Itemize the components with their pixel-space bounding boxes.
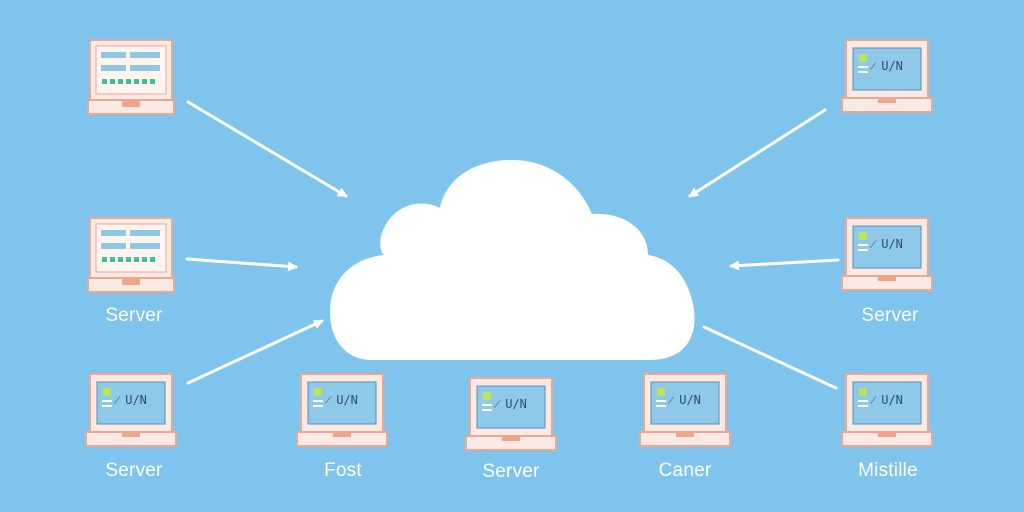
laptop-icon: ⁄ U/N bbox=[841, 373, 933, 447]
screen-text: ⁄ U/N bbox=[324, 393, 358, 407]
screen-text: ⁄ U/N bbox=[113, 393, 147, 407]
node-label-bottom-4: Caner bbox=[658, 460, 712, 481]
screen-text: ⁄ U/N bbox=[869, 393, 903, 407]
arrow-bottom-right bbox=[702, 325, 838, 390]
arrow-mid-left bbox=[185, 257, 298, 272]
node-label-bottom-2: Fost bbox=[324, 460, 362, 481]
screen-text: ⁄ U/N bbox=[869, 59, 903, 73]
laptop-icon: ⁄ U/N bbox=[296, 373, 388, 447]
arrow-mid-right bbox=[729, 258, 840, 271]
laptop-icon: ⁄ U/N bbox=[841, 39, 933, 113]
arrow-bottom-left bbox=[186, 319, 324, 385]
screen-text: ⁄ U/N bbox=[667, 393, 701, 407]
laptop-icon: ⁄ U/N bbox=[841, 217, 933, 291]
node-label-mid-left: Server bbox=[105, 305, 163, 326]
arrow-top-left bbox=[186, 100, 348, 198]
node-label-bottom-3: Server bbox=[482, 461, 540, 482]
node-label-mid-right: Server bbox=[861, 305, 919, 326]
server-rack-icon bbox=[87, 217, 175, 293]
laptop-icon: ⁄ U/N bbox=[639, 373, 731, 447]
server-rack-icon bbox=[87, 39, 175, 115]
cloud-icon bbox=[330, 160, 695, 360]
screen-text: ⁄ U/N bbox=[869, 237, 903, 251]
arrow-top-right bbox=[688, 108, 827, 198]
laptop-icon: ⁄ U/N bbox=[85, 373, 177, 447]
node-label-bottom-1: Server bbox=[105, 460, 163, 481]
laptop-icon: ⁄ U/N bbox=[465, 377, 557, 451]
screen-text: ⁄ U/N bbox=[493, 397, 527, 411]
node-label-bottom-5: Mistille bbox=[858, 460, 918, 481]
